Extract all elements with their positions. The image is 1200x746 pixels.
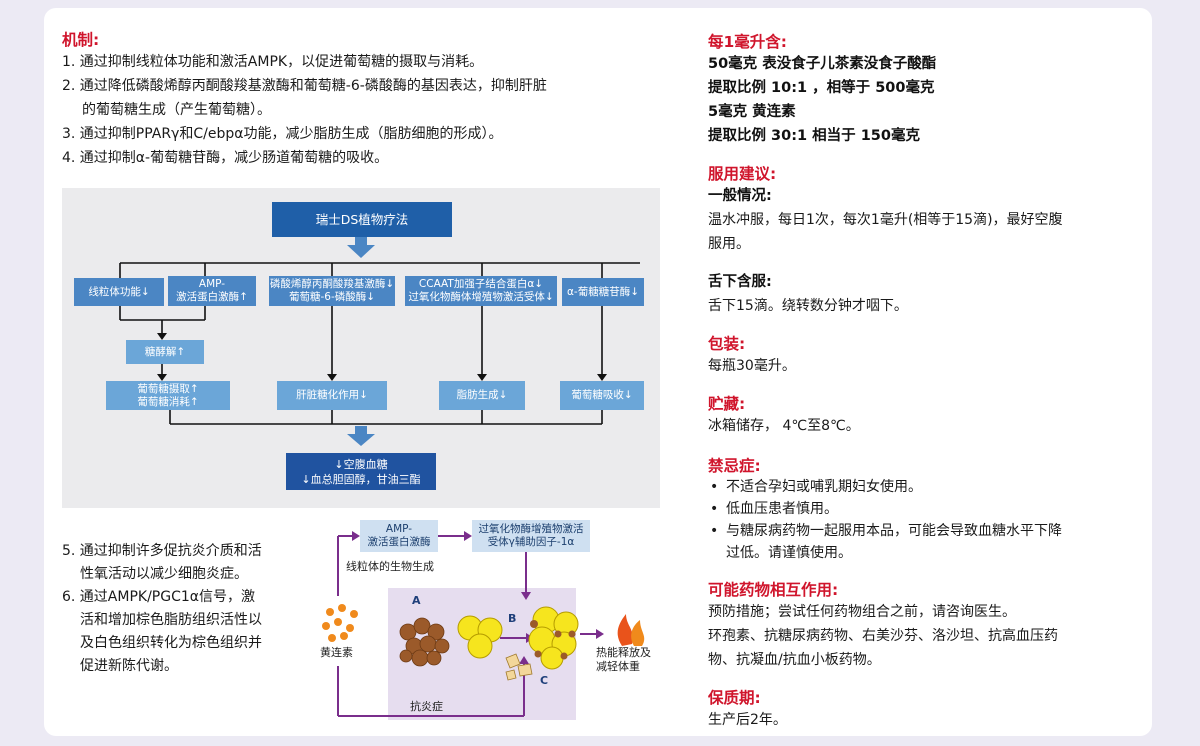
pepck-label-2: 葡萄糖-6-磷酸酶↓ — [288, 291, 376, 303]
packaging-title: 包装: — [708, 335, 746, 353]
mechanism-item: 2. 通过降低磷酸烯醇丙酮酸羧基激酶和葡萄糖-6-磷酸酶的基因表达，抑制肝脏 — [62, 78, 547, 94]
ds-phytotherapy-label: 瑞士DS植物疗法 — [315, 212, 409, 227]
glucose-uptake-label-1: 葡萄糖摄取↑ — [137, 382, 199, 395]
usage-sublingual-label: 舌下含服: — [708, 274, 772, 290]
glucose-absorption-box: 葡萄糖吸收↓ — [560, 381, 644, 410]
pgc-mini-label-2: 受体γ辅助因子-1α — [487, 536, 575, 548]
mito-function-label: 线粒体功能↓ — [88, 285, 150, 298]
fasting-glucose-box: ↓空腹血糖 ↓血总胆固醇，甘油三酯 — [286, 453, 436, 490]
heat-label-1: 热能释放及 — [596, 646, 651, 659]
label-a: A — [412, 594, 421, 607]
ccaat-label-2: 过氧化物酶体增殖物激活受体↓ — [408, 291, 554, 303]
interaction-line: 环孢素、抗糖尿病药物、右美沙芬、洛沙坦、抗高血压药 — [708, 628, 1058, 644]
right-column: 每1毫升含: 50毫克 表没食子儿茶素没食子酸酯 提取比例 10:1 ，相等于 … — [708, 30, 1138, 732]
cholesterol-label: ↓血总胆固醇，甘油三酯 — [301, 472, 421, 486]
contra-item: 与糖尿病药物一起服用本品，可能会导致血糖水平下降 — [708, 520, 1138, 542]
contra-title: 禁忌症: — [708, 457, 761, 475]
contra-item: 低血压患者慎用。 — [708, 498, 1138, 520]
mechanism-item: 1. 通过抑制线粒体功能和激活AMPK，以促进葡萄糖的摄取与消耗。 — [62, 54, 484, 70]
glucosidase-box: α-葡糖糖苷酶↓ — [562, 278, 644, 306]
point-line: 6. 通过AMPK/PGC1α信号，激 — [62, 589, 256, 605]
ds-phytotherapy-box: 瑞士DS植物疗法 — [272, 202, 452, 237]
point-line: 活和增加棕色脂肪组织活性以 — [80, 612, 262, 628]
label-b: B — [508, 612, 517, 625]
mechanism-item: 3. 通过抑制PPARγ和C/ebpα功能，减少脂肪生成（脂肪细胞的形成）。 — [62, 126, 503, 142]
mechanism-item: 4. 通过抑制α-葡萄糖苷酶，减少肠道葡萄糖的吸收。 — [62, 150, 389, 166]
packaging-text: 每瓶30毫升。 — [708, 358, 796, 374]
label-c: C — [540, 674, 549, 687]
content-title: 每1毫升含: — [708, 33, 787, 51]
shelf-title: 保质期: — [708, 689, 761, 707]
usage-sublingual-text: 舌下15滴。绕转数分钟才咽下。 — [708, 298, 908, 314]
pathway-graphics — [322, 531, 645, 720]
ampk-mini-label-2: 激活蛋白激酶 — [367, 536, 431, 548]
point-line: 及白色组织转化为棕色组织并 — [80, 635, 262, 651]
pepck-box: 磷酸烯醇丙酮酸羧基激酶↓ 葡萄糖-6-磷酸酶↓ — [269, 276, 395, 306]
glycolysis-label: 糖酵解↑ — [144, 345, 186, 358]
ccaat-label-1: CCAAT加强子结合蛋白α↓ — [418, 278, 544, 290]
heat-label-2: 减轻体重 — [596, 660, 640, 673]
ampk-mini-box: AMP- 激活蛋白激酶 — [360, 520, 438, 552]
mechanism-list: 1. 通过抑制线粒体功能和激活AMPK，以促进葡萄糖的摄取与消耗。 2. 通过降… — [62, 50, 547, 170]
ampk-label-1: AMP- — [198, 278, 226, 290]
ccaat-box: CCAAT加强子结合蛋白α↓ 过氧化物酶体增殖物激活受体↓ — [405, 276, 557, 306]
point-line: 促进新陈代谢。 — [80, 658, 178, 674]
mito-biogenesis-label: 线粒体的生物生成 — [346, 560, 434, 573]
berberine-pathway: AMP- 激活蛋白激酶 过氧化物酶增殖物激活 受体γ辅助因子-1α 线粒体的生物… — [310, 516, 680, 726]
usage-general-text: 温水冲服，每日1次，每次1毫升(相等于15滴)，最好空腹 — [708, 212, 1063, 228]
ampk-box: AMP- 激活蛋白激酶↑ — [168, 276, 256, 306]
pgc-mini-label-1: 过氧化物酶增殖物激活 — [478, 523, 584, 535]
mechanism-diagram: 瑞士DS植物疗法 线粒体功能↓ AMP- 激活蛋白激酶↑ 磷酸烯醇丙酮酸羧基激酶… — [62, 188, 660, 508]
interaction-line: 物、抗凝血/抗血小板药物。 — [708, 652, 881, 668]
content-line: 提取比例 10:1 ，相等于 500毫克 — [708, 80, 935, 96]
content-line: 5毫克 黄连素 — [708, 104, 796, 120]
heat-label: 热能释放及 减轻体重 — [596, 646, 651, 674]
liver-gluco-box: 肝脏糖化作用↓ — [277, 381, 387, 410]
mechanism-item: 的葡萄糖生成（产生葡萄糖）。 — [82, 102, 271, 118]
interaction-title: 可能药物相互作用: — [708, 581, 839, 599]
mechanism-title: 机制: — [62, 31, 100, 49]
usage-title: 服用建议: — [708, 165, 777, 183]
glucosidase-label: α-葡糖糖苷酶↓ — [566, 285, 639, 298]
contra-item: 不适合孕妇或哺乳期妇女使用。 — [708, 476, 1138, 498]
glucose-uptake-label-2: 葡萄糖消耗↑ — [137, 395, 199, 408]
content-line: 50毫克 表没食子儿茶素没食子酸酯 — [708, 56, 937, 72]
anti-inflammation-label: 抗炎症 — [410, 700, 443, 713]
contra-list: 不适合孕妇或哺乳期妇女使用。 低血压患者慎用。 与糖尿病药物一起服用本品，可能会… — [708, 476, 1138, 542]
lipogenesis-label: 脂肪生成↓ — [456, 389, 508, 401]
berberine-label: 黄连素 — [320, 646, 353, 659]
diagram-connectors — [119, 237, 640, 446]
glucose-absorption-label: 葡萄糖吸收↓ — [571, 389, 633, 401]
pepck-label-1: 磷酸烯醇丙酮酸羧基激酶↓ — [269, 278, 395, 290]
shelf-text: 生产后2年。 — [708, 712, 787, 728]
lipogenesis-box: 脂肪生成↓ — [439, 381, 525, 410]
mito-function-box: 线粒体功能↓ — [74, 278, 164, 306]
points-block: 5. 通过抑制许多促抗炎介质和活 性氧活动以减少细胞炎症。 6. 通过AMPK/… — [62, 540, 262, 678]
point-line: 5. 通过抑制许多促抗炎介质和活 — [62, 543, 262, 559]
point-line: 性氧活动以减少细胞炎症。 — [80, 566, 248, 582]
ampk-label-2: 激活蛋白激酶↑ — [176, 291, 248, 303]
glucose-uptake-box: 葡萄糖摄取↑ 葡萄糖消耗↑ — [106, 381, 230, 410]
content-line: 提取比例 30:1 相当于 150毫克 — [708, 128, 920, 144]
usage-general-label: 一般情况: — [708, 188, 772, 204]
ampk-mini-label-1: AMP- — [385, 523, 413, 535]
liver-gluco-label: 肝脏糖化作用↓ — [296, 389, 368, 401]
contra-item-continued: 过低。请谨慎使用。 — [726, 545, 852, 561]
interaction-line: 预防措施；尝试任何药物组合之前，请咨询医生。 — [708, 604, 1016, 620]
usage-general-text: 服用。 — [708, 236, 750, 252]
pgc-mini-box: 过氧化物酶增殖物激活 受体γ辅助因子-1α — [472, 520, 590, 552]
glycolysis-box: 糖酵解↑ — [126, 340, 204, 364]
fasting-glucose-label: ↓空腹血糖 — [334, 457, 388, 471]
storage-text: 冰箱储存， 4℃至8℃。 — [708, 418, 860, 434]
storage-title: 贮藏: — [708, 395, 746, 413]
